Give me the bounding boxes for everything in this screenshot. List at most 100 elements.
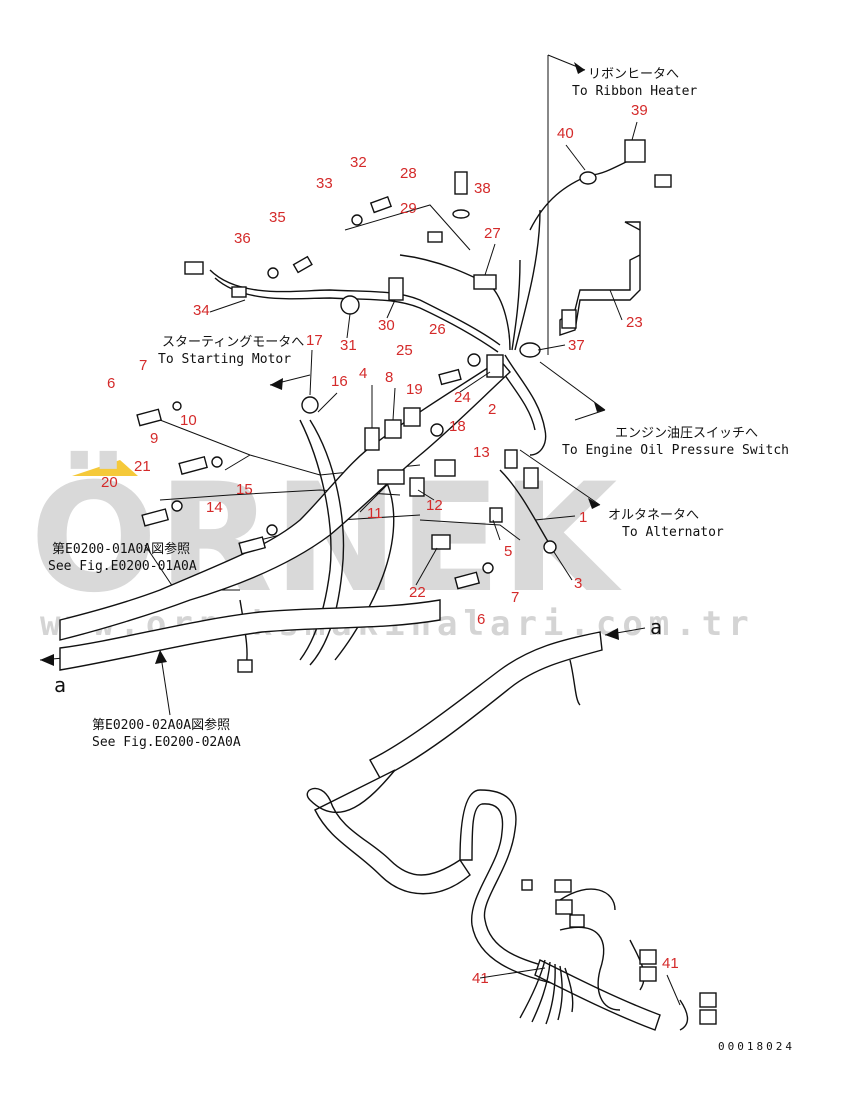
callout-41-left: 41 [472,970,489,987]
terminal-3-icon [543,540,557,554]
callout-29: 29 [400,200,417,217]
callout-36: 36 [234,230,251,247]
callout-20: 20 [101,474,118,491]
caption-alternator-en: To Alternator [622,525,724,540]
connector-34b-icon [231,286,247,298]
callout-23: 23 [626,314,643,331]
nut-33-icon [351,214,363,226]
grommet-13-icon [434,459,456,477]
caption-fig2-en: See Fig.E0200-02A0A [92,735,241,750]
washer-10-icon [211,456,223,468]
callout-16: 16 [331,373,348,390]
callout-24: 24 [454,389,471,406]
bolt-35-icon [292,255,313,274]
bolt-14-icon [238,536,267,555]
callout-26: 26 [429,321,446,338]
callout-18: 18 [449,418,466,435]
callout-19: 19 [406,381,423,398]
caption-fig1-en: See Fig.E0200-01A0A [48,559,197,574]
callout-41-right: 41 [662,955,679,972]
bolt-6-icon [136,408,163,427]
callout-17: 17 [306,332,323,349]
washer-21-icon [171,500,183,512]
caption-oil-pressure-en: To Engine Oil Pressure Switch [562,443,789,458]
reference-a-left: a [54,673,66,697]
clamp-5-icon [489,507,503,523]
bolt-20-icon [141,508,170,527]
connector-lower-g-icon [699,1009,717,1025]
washer-26-icon [467,353,481,367]
callout-12: 12 [426,497,443,514]
sensor-27-icon [427,231,443,243]
bolt-38-icon [454,171,468,195]
connector-lower-left-icon [237,659,253,673]
callout-38: 38 [474,180,491,197]
callout-34: 34 [193,302,210,319]
bolt-9-icon [178,455,208,476]
spacer-23-icon [561,309,577,329]
caption-starting-motor-jp: スターティングモータへ [162,335,304,350]
clamp-2-icon [504,449,518,469]
clamp-24-icon [486,354,504,378]
callout-5: 5 [504,543,512,560]
connector-lower-h-icon [521,879,533,891]
callout-33: 33 [316,175,333,192]
callout-3: 3 [574,575,582,592]
callout-leaders [209,121,681,1006]
connector-lower-a-icon [554,879,572,893]
caption-fig1-jp: 第E0200-01A0A図参照 [52,541,190,557]
callout-2: 2 [488,401,496,418]
ribbon-heater-connector-39-icon [624,139,646,163]
bolt-6b-icon [454,571,481,590]
grommet-40-icon [579,171,597,185]
clamp-27-icon [473,274,497,290]
connector-lower-e-icon [639,966,657,982]
callout-21: 21 [134,458,151,475]
nut-18-icon [430,423,444,437]
callout-13: 13 [473,444,490,461]
drawing-number: 00018024 [718,1040,795,1053]
washer-7b-icon [482,562,494,574]
callout-32: 32 [350,154,367,171]
callout-25: 25 [396,342,413,359]
callout-22: 22 [409,584,426,601]
bracket-19-icon [403,407,421,427]
nut-36-icon [267,267,279,279]
callout-35: 35 [269,209,286,226]
callout-15: 15 [236,481,253,498]
callout-10: 10 [180,412,197,429]
connector-lower-f-icon [699,992,717,1008]
reference-a-right: a [650,615,662,639]
callout-4: 4 [359,365,367,382]
clamp-37-icon [519,342,541,358]
callout-31: 31 [340,337,357,354]
watermark-accent [72,460,138,476]
grommet-31-icon [340,295,360,315]
bolt-25-icon [438,368,462,386]
clamp-4-icon [364,427,380,451]
terminal-17-icon [301,396,319,414]
callout-11: 11 [367,505,383,522]
callouts: 1 2 3 4 5 6 7 8 9 10 11 12 13 14 15 16 1… [101,102,679,987]
connector-lower-d-icon [639,949,657,965]
connector-11-icon [377,469,405,485]
callout-7: 7 [139,357,147,374]
washer-15-icon [266,524,278,536]
callout-1: 1 [579,509,587,526]
callout-6-lower: 6 [477,611,485,628]
callout-6: 6 [107,375,115,392]
washer-29-icon [452,209,470,219]
caption-fig2-jp: 第E0200-02A0A図参照 [92,717,230,733]
bracket-22-icon [431,534,451,550]
connector-lower-b-icon [555,899,573,915]
clamp-30-icon [388,277,404,301]
alternator-connector-1-icon [523,467,539,489]
callout-8: 8 [385,369,393,386]
caption-ribbon-heater-en: To Ribbon Heater [572,84,697,99]
caption-ribbon-heater-jp: リボンヒータへ [588,67,679,82]
callout-37: 37 [568,337,585,354]
washer-7-icon [172,401,182,411]
callout-9: 9 [150,430,158,447]
